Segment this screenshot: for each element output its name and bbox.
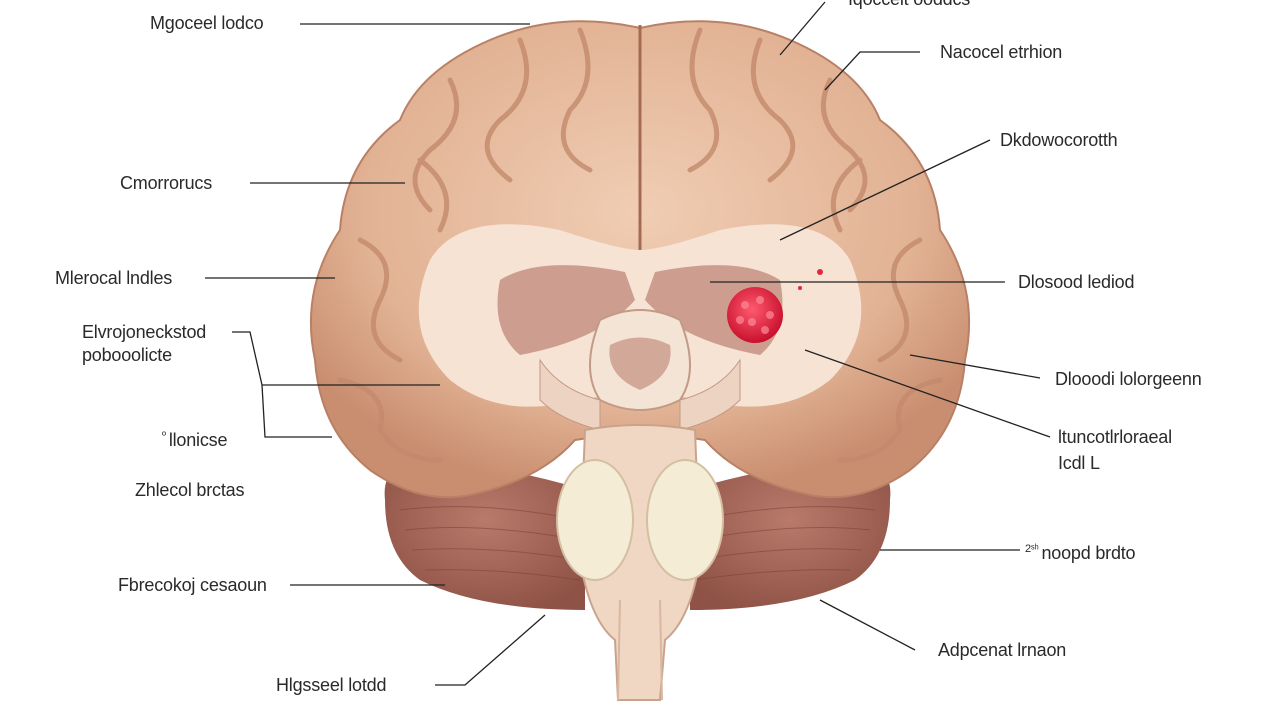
- label-right-5-text: noopd brdto: [1041, 543, 1136, 563]
- label-left-3-line2: pobooolicte: [82, 345, 172, 365]
- leader-lines: [205, 1, 1051, 686]
- label-left-6: Fbrecokoj cesaoun: [118, 575, 267, 595]
- label-right-3: Dlooodi lolorgeenn: [1055, 369, 1202, 389]
- label-left-4-text: llonicse: [168, 430, 228, 450]
- brainstem: [556, 424, 724, 701]
- label-right-1: Dkdowocorotth: [1000, 130, 1118, 150]
- cerebrum: [309, 20, 971, 499]
- label-left-3-line1: Elvrojoneckstod: [82, 322, 207, 342]
- label-right-4-line1: ltuncotlrloraeal: [1058, 427, 1172, 447]
- label-right-4-line2: Icdl L: [1058, 453, 1100, 473]
- label-right-6: Adpcenat lrnaon: [938, 640, 1067, 660]
- label-right-5-prefix: 2ˢʰ: [1025, 543, 1039, 555]
- label-top-cut: Iqoccelt ooddcs: [848, 0, 970, 10]
- label-top-left: Mgoceel lodco: [150, 13, 264, 33]
- label-right-2: Dlosood lediod: [1018, 272, 1135, 292]
- label-left-5: Zhlecol brctas: [135, 480, 245, 500]
- label-left-2: Mlerocal lndles: [55, 268, 173, 288]
- label-bottom: Hlgsseel lotdd: [276, 675, 387, 695]
- label-left-4-prefix: º: [162, 430, 166, 442]
- label-top-right: Nacocel etrhion: [940, 42, 1063, 62]
- label-left-1: Cmorrorucs: [120, 173, 213, 193]
- lesion-spot: [727, 269, 823, 343]
